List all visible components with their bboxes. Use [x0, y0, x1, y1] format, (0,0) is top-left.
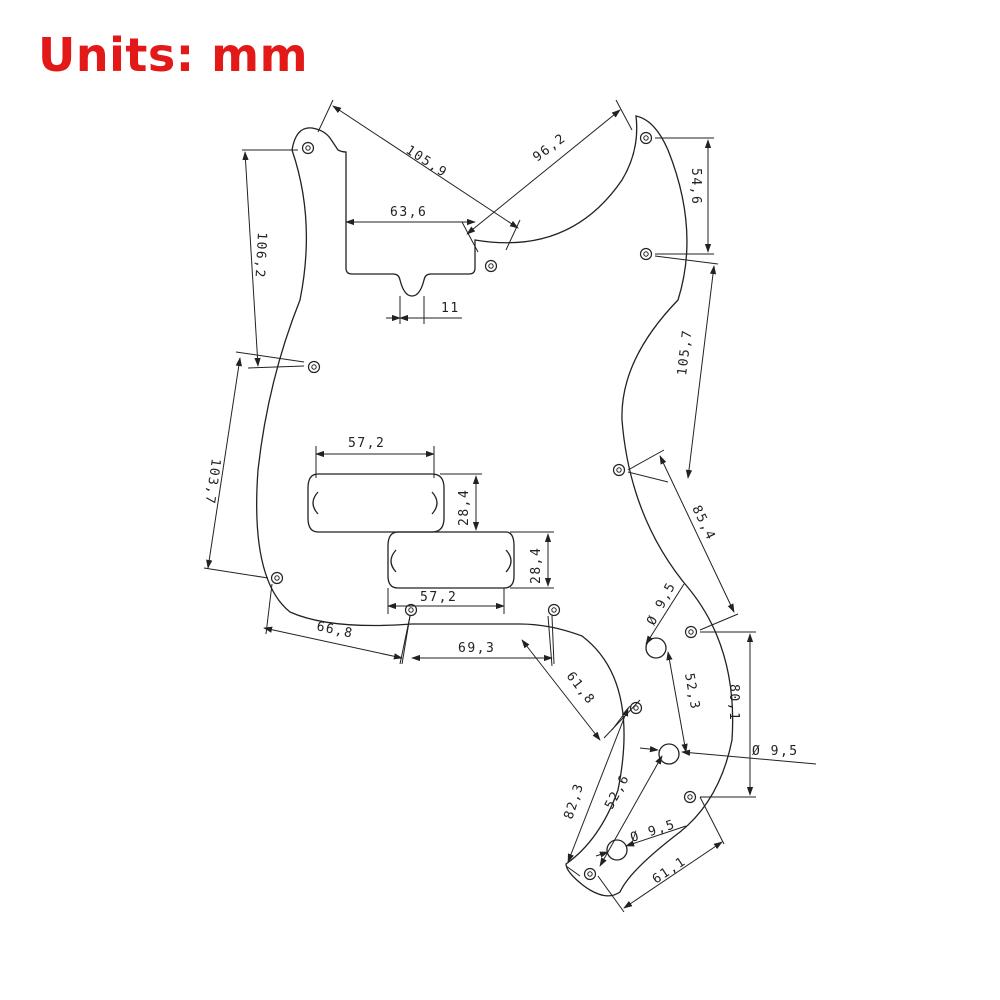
knob-hole-1	[645, 637, 667, 659]
dim-diameter-b: Ø 9,5	[639, 744, 817, 765]
dim-54-6-label: 54,6	[688, 168, 703, 205]
mounting-holes	[270, 131, 698, 881]
dim-28-4-a-label: 28,4	[457, 489, 472, 526]
pickguard-outline	[256, 115, 734, 897]
dim-57-2-top: 57,2	[315, 436, 435, 478]
dim-57-2-bottom-label: 57,2	[420, 590, 457, 605]
dim-54-6: 54,6	[655, 137, 714, 255]
dim-105-9: 105,9	[317, 99, 521, 251]
dim-80-1-label: 80,1	[726, 684, 741, 721]
dim-66-8-label: 66,8	[315, 619, 355, 641]
dim-63-6: 63,6	[345, 205, 476, 226]
dim-105-9-label: 105,9	[403, 143, 450, 181]
dim-61-8-label: 61,8	[563, 669, 598, 708]
pickup-slot-upper-ear-left	[312, 491, 319, 515]
dim-96-2-label: 96,2	[530, 131, 569, 165]
dim-diameter-a-label: Ø 9,5	[644, 580, 679, 628]
units-title: Units: mm	[38, 28, 309, 82]
dim-52-6-label: 52,6	[602, 772, 633, 812]
dim-69-3: 69,3	[401, 615, 555, 665]
pickup-slot-lower-ear-right	[505, 549, 512, 573]
dim-61-1-label: 61,1	[650, 854, 689, 887]
dim-52-3-label: 52,3	[681, 672, 702, 711]
dim-diameter-a: Ø 9,5	[644, 580, 685, 645]
dim-105-7-label: 105,7	[675, 328, 696, 376]
dim-diameter-c-label: Ø 9,5	[629, 817, 678, 846]
dim-28-4-a: 28,4	[440, 473, 482, 533]
dim-69-3-label: 69,3	[458, 641, 495, 656]
dim-106-2: 106,2	[242, 149, 305, 369]
pickup-slot-upper-ear-right	[431, 491, 438, 515]
dim-57-2-bottom: 57,2	[387, 588, 505, 614]
dim-85-4-label: 85,4	[688, 503, 718, 543]
dim-103-7-label: 103,7	[202, 457, 223, 505]
pickup-slot-upper	[307, 473, 445, 533]
dim-57-2-top-label: 57,2	[348, 436, 385, 451]
dim-63-6-label: 63,6	[390, 205, 427, 220]
dim-diameter-b-label: Ø 9,5	[752, 744, 799, 759]
dim-106-2-label: 106,2	[252, 232, 269, 279]
dim-82-3: 82,3	[562, 705, 631, 877]
pickup-slot-lower	[387, 531, 515, 589]
dim-96-2: 96,2	[461, 99, 633, 253]
dim-82-3-label: 82,3	[562, 781, 588, 821]
dim-105-7: 105,7	[627, 255, 719, 479]
dim-11: 11	[386, 296, 462, 324]
pickup-slot-lower-ear-left	[390, 549, 397, 573]
dim-52-3: 52,3	[666, 651, 702, 753]
dim-11-label: 11	[441, 301, 460, 316]
dim-85-4: 85,4	[627, 455, 739, 631]
knob-hole-2	[658, 743, 680, 765]
dim-28-4-b-label: 28,4	[529, 547, 544, 584]
dim-103-7: 103,7	[202, 351, 305, 579]
knob-hole-3	[606, 839, 628, 861]
dim-80-1: 80,1	[700, 631, 756, 798]
dim-28-4-b: 28,4	[510, 531, 554, 589]
